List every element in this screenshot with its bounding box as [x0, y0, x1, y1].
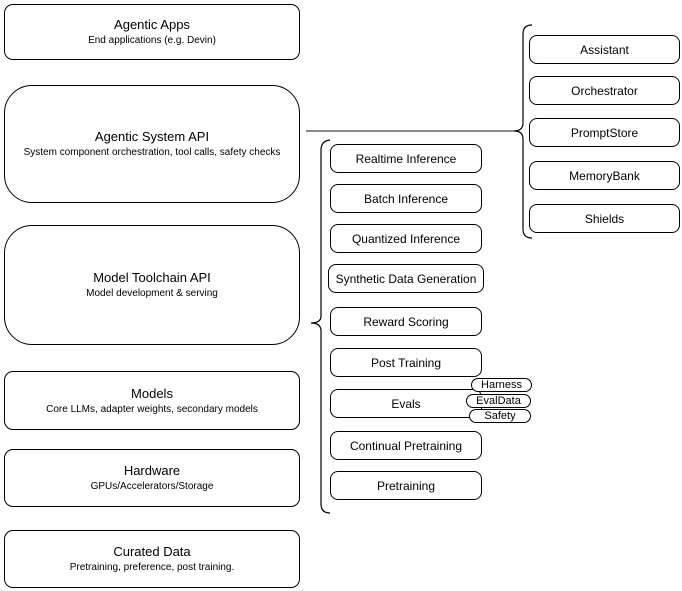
system-component-orchestrator: Orchestrator: [529, 76, 680, 105]
layer-title: Model Toolchain API: [93, 270, 211, 285]
toolchain-item-quantized-inference: Quantized Inference: [330, 224, 482, 253]
toolchain-item-post-training: Post Training: [330, 348, 482, 377]
layer-model-toolchain-api: Model Toolchain API Model development & …: [4, 225, 300, 345]
layer-models: Models Core LLMs, adapter weights, secon…: [4, 371, 300, 430]
layer-title: Hardware: [123, 463, 181, 478]
toolchain-brace: [310, 139, 331, 514]
toolchain-item-realtime-inference: Realtime Inference: [330, 144, 482, 173]
layer-title: Models: [131, 385, 173, 401]
toolchain-item-reward-scoring: Reward Scoring: [330, 307, 482, 336]
layer-curated-data: Curated Data Pretraining, preference, po…: [4, 530, 300, 588]
layer-subtitle: Core LLMs, adapter weights, secondary mo…: [46, 403, 258, 415]
layer-subtitle: Pretraining, preference, post training.: [69, 562, 235, 573]
toolchain-item-pretraining: Pretraining: [330, 471, 482, 500]
layer-agentic-system-api: Agentic System API System component orch…: [4, 85, 300, 203]
layer-subtitle: Model development & serving: [86, 288, 218, 299]
layer-subtitle: End applications (e.g. Devin): [88, 35, 216, 46]
layer-subtitle: System component orchestration, tool cal…: [23, 147, 281, 158]
layer-subtitle: GPUs/Accelerators/Storage: [90, 481, 214, 492]
toolchain-item-evals: Evals: [330, 389, 482, 418]
system-component-assistant: Assistant: [529, 35, 680, 64]
system-component-shields: Shields: [529, 204, 680, 233]
eval-tag-evaldata: EvalData: [466, 394, 531, 408]
toolchain-item-continual-pretraining: Continual Pretraining: [330, 431, 482, 460]
system-component-memorybank: MemoryBank: [529, 161, 680, 190]
eval-tag-harness: Harness: [471, 378, 532, 392]
toolchain-item-batch-inference: Batch Inference: [330, 184, 482, 213]
system-component-promptstore: PromptStore: [529, 118, 680, 147]
eval-tag-safety: Safety: [469, 409, 531, 423]
layer-title: Curated Data: [113, 544, 191, 559]
layer-agentic-apps: Agentic Apps End applications (e.g. Devi…: [4, 4, 300, 60]
layer-title: Agentic System API: [94, 129, 210, 144]
layer-title: Agentic Apps: [114, 17, 190, 32]
toolchain-item-synthetic-data-generation: Synthetic Data Generation: [328, 264, 484, 293]
layer-hardware: Hardware GPUs/Accelerators/Storage: [4, 449, 300, 507]
